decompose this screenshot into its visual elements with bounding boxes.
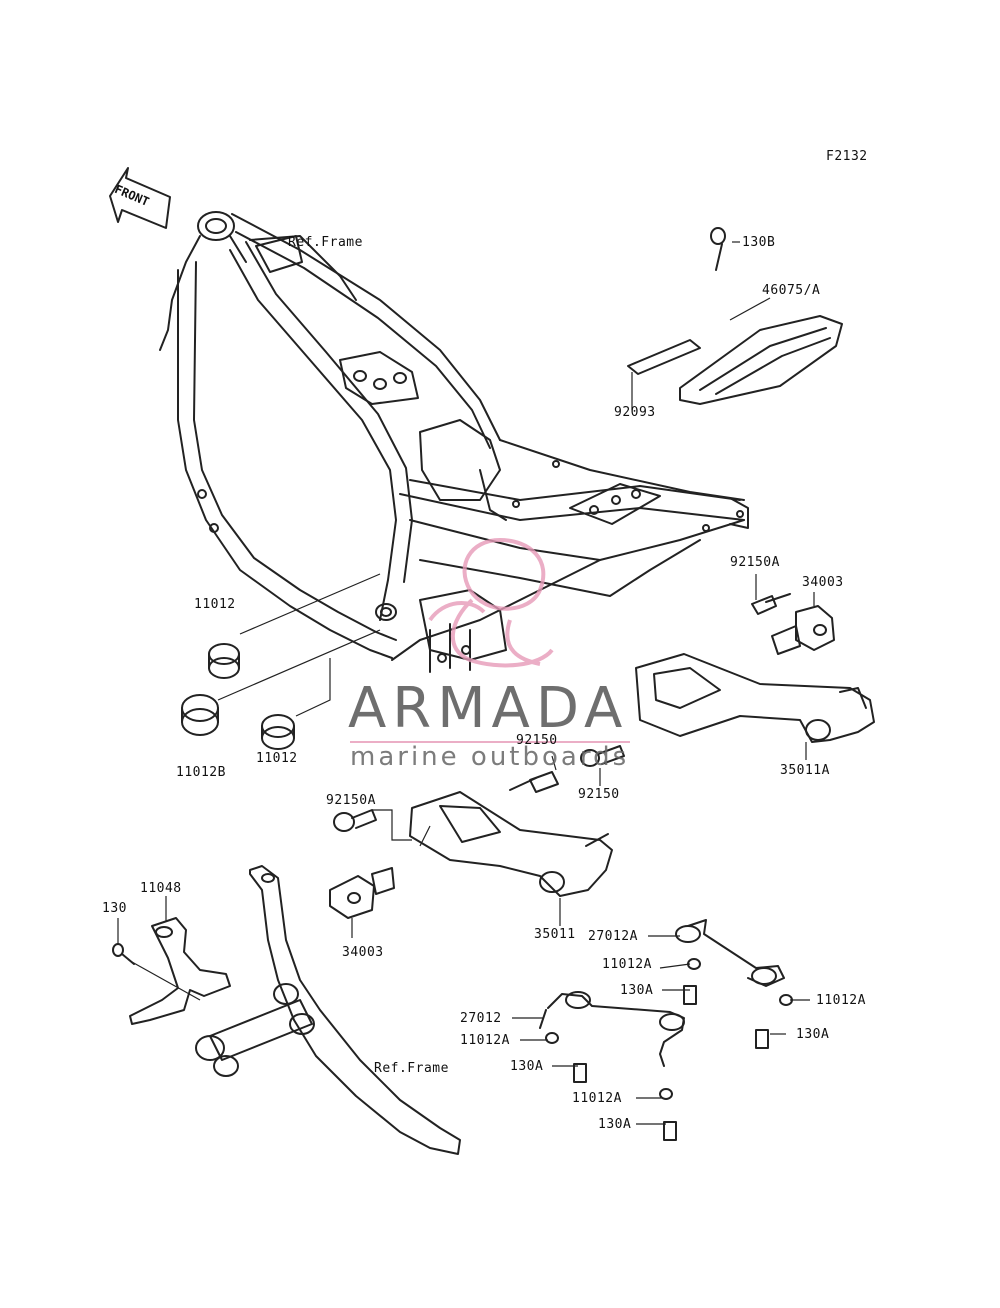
bolt-92150a-left [333, 809, 377, 832]
bracket-11048 [129, 917, 231, 1025]
part-34003-right: 34003 [802, 575, 844, 590]
part-11012a-4: 11012A [572, 1091, 622, 1106]
rod-27012a [675, 919, 785, 987]
part-130: 130 [102, 901, 127, 916]
part-92150-bottom: 92150 [578, 787, 620, 802]
cap-11012a-3 [545, 1032, 559, 1044]
part-130a-1: 130A [620, 983, 654, 998]
step-bracket-35011a [635, 653, 875, 743]
part-11012-b: 11012 [256, 751, 298, 766]
grommet-11012-b [261, 714, 295, 750]
guard-46075a [679, 227, 843, 405]
part-92093: 92093 [614, 405, 656, 420]
watermark-tagline: marine outboards [350, 742, 630, 772]
lower-frame-rail [249, 865, 461, 1155]
part-11012a-2: 11012A [816, 993, 866, 1008]
bolt-92150-left [509, 771, 559, 793]
step-bracket-35011 [409, 791, 613, 897]
collar-34003-right [771, 605, 835, 655]
part-11012a-1: 11012A [602, 957, 652, 972]
part-11012a-3: 11012A [460, 1033, 510, 1048]
part-35011: 35011 [534, 927, 576, 942]
part-130a-3: 130A [510, 1059, 544, 1074]
bolt-130a-2 [755, 1029, 769, 1049]
leader-lines [117, 241, 815, 1125]
cap-11012a-4 [659, 1088, 673, 1100]
part-92150a-right: 92150A [730, 555, 780, 570]
part-130a-4: 130A [598, 1117, 632, 1132]
bolt-92150-right [580, 745, 625, 767]
bolt-130a-4 [663, 1121, 677, 1141]
watermark-name: ARMADA [348, 676, 629, 741]
diagram-code: F2132 [826, 149, 868, 164]
collar-34003-left [329, 867, 395, 919]
bolt-92150a-right [751, 593, 791, 615]
part-27012: 27012 [460, 1011, 502, 1026]
bolt-130a-1 [683, 985, 697, 1005]
part-11012b: 11012B [176, 765, 226, 780]
front-arrow-icon [109, 167, 171, 229]
bolt-130a-3 [573, 1063, 587, 1083]
grommet-11012-a [208, 643, 240, 679]
part-130a-2: 130A [796, 1027, 830, 1042]
part-34003-left: 34003 [342, 945, 384, 960]
part-46075a: 46075/A [762, 283, 821, 298]
part-27012a: 27012A [588, 929, 638, 944]
part-92150-top: 92150 [516, 733, 558, 748]
grommet-11012b [181, 694, 219, 736]
cross-pipe [195, 983, 315, 1077]
part-11048: 11048 [140, 881, 182, 896]
pad-92093 [627, 339, 701, 375]
rod-27012 [539, 991, 685, 1067]
part-11012-a: 11012 [194, 597, 236, 612]
part-92150a-left: 92150A [326, 793, 376, 808]
watermark-logo-icon [350, 537, 630, 743]
main-frame [159, 211, 749, 673]
bolt-130 [112, 943, 135, 965]
part-130b: 130B [742, 235, 776, 250]
ref-frame-bottom: Ref.Frame [374, 1061, 449, 1076]
ref-frame-top: Ref.Frame [288, 235, 363, 250]
part-35011a: 35011A [780, 763, 830, 778]
